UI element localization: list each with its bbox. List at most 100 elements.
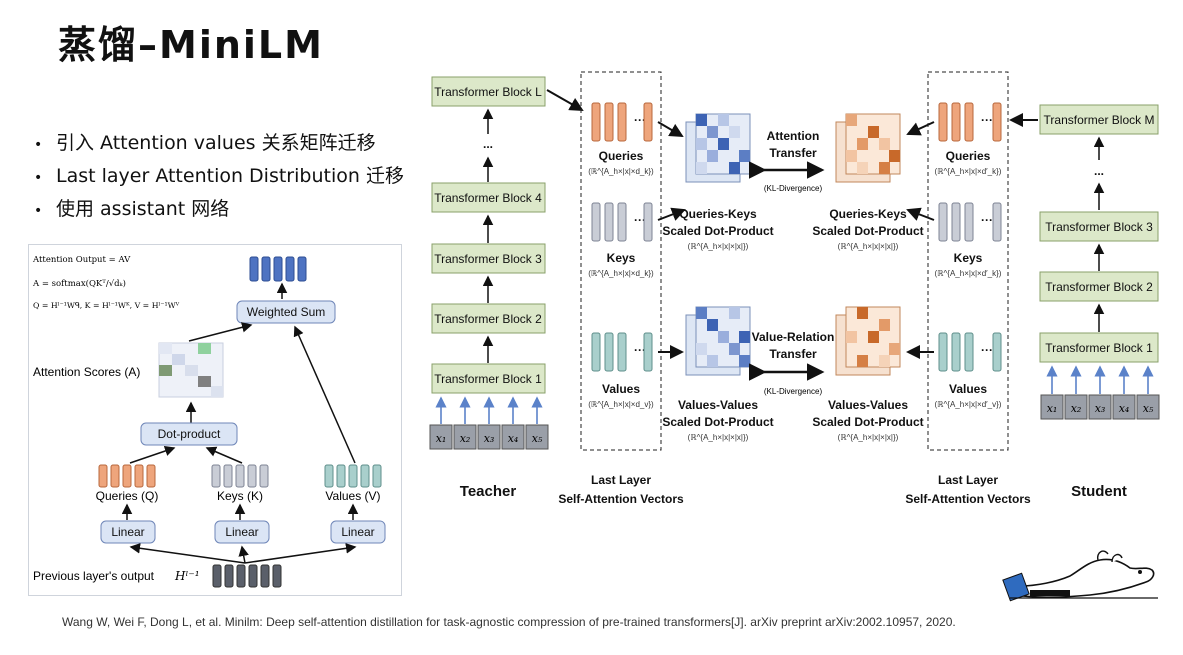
- student-block-m-label: Transformer Block M: [1044, 113, 1155, 127]
- teacher-qk-matrix: [685, 113, 751, 183]
- student-vv-dim: (ℝ^{A_h×|x|×|x|}): [838, 433, 899, 442]
- attention-kl-label: (KL-Divergence): [764, 184, 823, 193]
- linear-label-k: Linear: [225, 525, 258, 539]
- bullet-item: •使用 assistant 网络: [34, 194, 404, 227]
- bullet-dot: •: [34, 170, 43, 186]
- equation-projections: Q = Hˡ⁻¹Wᑫ, K = Hˡ⁻¹Wᴷ, V = Hˡ⁻¹Wⱽ: [33, 301, 180, 310]
- svg-text:···: ···: [634, 213, 646, 227]
- student-input-2: x₂: [1071, 402, 1082, 415]
- student-input-5: x₅: [1143, 402, 1154, 415]
- teacher-last-layer-box: [580, 71, 662, 451]
- attention-transfer-label-2: Transfer: [769, 146, 817, 160]
- bullet-item: • 引入 Attention values 关系矩阵迁移: [34, 128, 404, 161]
- linear-label-q: Linear: [111, 525, 144, 539]
- student-block-1-label: Transformer Block 1: [1045, 341, 1153, 355]
- linear-box-q: [100, 520, 156, 544]
- queries-vector: [98, 464, 156, 488]
- teacher-input-1: x₁: [436, 432, 447, 445]
- attention-mechanism-figure: Attention Output = AV A = softmax(QKᵀ/√d…: [28, 244, 402, 596]
- svg-text:···: ···: [981, 213, 993, 227]
- student-last-layer-label-1: Last Layer: [938, 473, 998, 487]
- student-input-3: x₃: [1095, 402, 1106, 415]
- teacher-last-layer-label-1: Last Layer: [591, 473, 651, 487]
- student-vv-label-1: Values-Values: [828, 398, 908, 412]
- value-relation-transfer-label-1: Value-Relation: [752, 330, 835, 344]
- teacher-last-layer-label-2: Self-Attention Vectors: [558, 492, 684, 506]
- keys-label: Keys (K): [217, 489, 263, 503]
- student-block-3: [1039, 211, 1159, 242]
- teacher-input-4: x₄: [508, 432, 519, 445]
- bullet-item: • Last layer Attention Distribution 迁移: [34, 161, 404, 194]
- student-block-1: [1039, 332, 1159, 363]
- teacher-block-l: [431, 76, 546, 107]
- teacher-qk-label-2: Scaled Dot-Product: [662, 224, 773, 238]
- student-keys-dim: (ℝ^{A_h×|x|×d′_k}): [935, 269, 1002, 278]
- teacher-qk-dim: (ℝ^{A_h×|x|×|x|}): [688, 242, 749, 251]
- output-vector: [249, 256, 307, 282]
- dot-product-box: [140, 422, 238, 446]
- teacher-block-3-label: Transformer Block 3: [434, 252, 542, 266]
- student-queries-dim: (ℝ^{A_h×|x|×d′_k}): [935, 167, 1002, 176]
- student-qk-label-1: Queries-Keys: [829, 207, 907, 221]
- student-qk-label-2: Scaled Dot-Product: [812, 224, 923, 238]
- keys-vector: [211, 464, 269, 488]
- value-relation-transfer-label-2: Transfer: [769, 347, 817, 361]
- minilm-distillation-diagram: Transformer Block L ... Transformer Bloc…: [429, 71, 1160, 506]
- teacher-block-2-label: Transformer Block 2: [434, 312, 542, 326]
- teacher-input-3: x₃: [484, 432, 495, 445]
- teacher-vv-dim: (ℝ^{A_h×|x|×|x|}): [688, 433, 749, 442]
- student-queries-label: Queries: [946, 149, 991, 163]
- student-input-1: x₁: [1047, 402, 1058, 415]
- svg-text:···: ···: [634, 343, 646, 357]
- queries-label: Queries (Q): [96, 489, 159, 503]
- equation-output: Attention Output = AV: [32, 255, 131, 265]
- previous-output-math: Hˡ⁻¹: [174, 569, 200, 583]
- teacher-vv-label-1: Values-Values: [678, 398, 758, 412]
- student-last-layer-box: [927, 71, 1009, 451]
- bullet-text: 引入 Attention values 关系矩阵迁移: [56, 132, 376, 154]
- student-block-m: [1039, 104, 1159, 135]
- student-values-label: Values: [949, 382, 987, 396]
- teacher-vv-matrix: [685, 306, 751, 376]
- bullet-dot: •: [34, 137, 43, 153]
- teacher-block-4: [431, 182, 546, 213]
- teacher-queries-dim: (ℝ^{A_h×|x|×d_k}): [588, 167, 654, 176]
- teacher-input-2: x₂: [460, 432, 471, 445]
- bullet-list: • 引入 Attention values 关系矩阵迁移 • Last layer …: [34, 128, 404, 227]
- svg-text:···: ···: [634, 113, 646, 127]
- values-label: Values (V): [325, 489, 380, 503]
- student-input-4: x₄: [1119, 402, 1130, 415]
- student-values-dim: (ℝ^{A_h×|x|×d′_v}): [935, 400, 1002, 409]
- student-values-vectors: ···: [938, 332, 1002, 372]
- student-stack: Transformer Block M ... Transformer Bloc…: [1039, 104, 1160, 500]
- student-vv-matrix: [835, 306, 901, 376]
- dot-product-label: Dot-product: [158, 427, 221, 441]
- teacher-block-2: [431, 303, 546, 334]
- teacher-values-vectors: ···: [591, 332, 653, 372]
- teacher-block-1: [431, 363, 546, 394]
- weighted-sum-label: Weighted Sum: [247, 305, 326, 319]
- svg-text:···: ···: [981, 343, 993, 357]
- teacher-keys-label: Keys: [607, 251, 636, 265]
- value-relation-kl-label: (KL-Divergence): [764, 387, 823, 396]
- bullet-text: Last layer Attention Distribution 迁移: [56, 165, 404, 187]
- teacher-ellipsis: ...: [483, 137, 493, 151]
- teacher-keys-dim: (ℝ^{A_h×|x|×d_k}): [588, 269, 654, 278]
- values-vector: [324, 464, 382, 488]
- teacher-label: Teacher: [460, 483, 517, 500]
- attention-scores-label: Attention Scores (A): [33, 365, 140, 379]
- teacher-stack: Transformer Block L ... Transformer Bloc…: [429, 76, 549, 500]
- student-last-layer-label-2: Self-Attention Vectors: [905, 492, 1031, 506]
- teacher-block-4-label: Transformer Block 4: [434, 191, 542, 205]
- teacher-qk-label-1: Queries-Keys: [679, 207, 757, 221]
- linear-box-v: [330, 520, 386, 544]
- bullet-text: 使用 assistant 网络: [56, 198, 230, 220]
- attention-score-matrix: [158, 342, 224, 398]
- student-queries-vectors: ···: [938, 102, 1002, 142]
- teacher-values-label: Values: [602, 382, 640, 396]
- teacher-block-1-label: Transformer Block 1: [434, 372, 542, 386]
- attention-transfer-label-1: Attention: [767, 129, 820, 143]
- teacher-input-5: x₅: [532, 432, 543, 445]
- student-qk-dim: (ℝ^{A_h×|x|×|x|}): [838, 242, 899, 251]
- teacher-queries-vectors: ···: [591, 102, 653, 142]
